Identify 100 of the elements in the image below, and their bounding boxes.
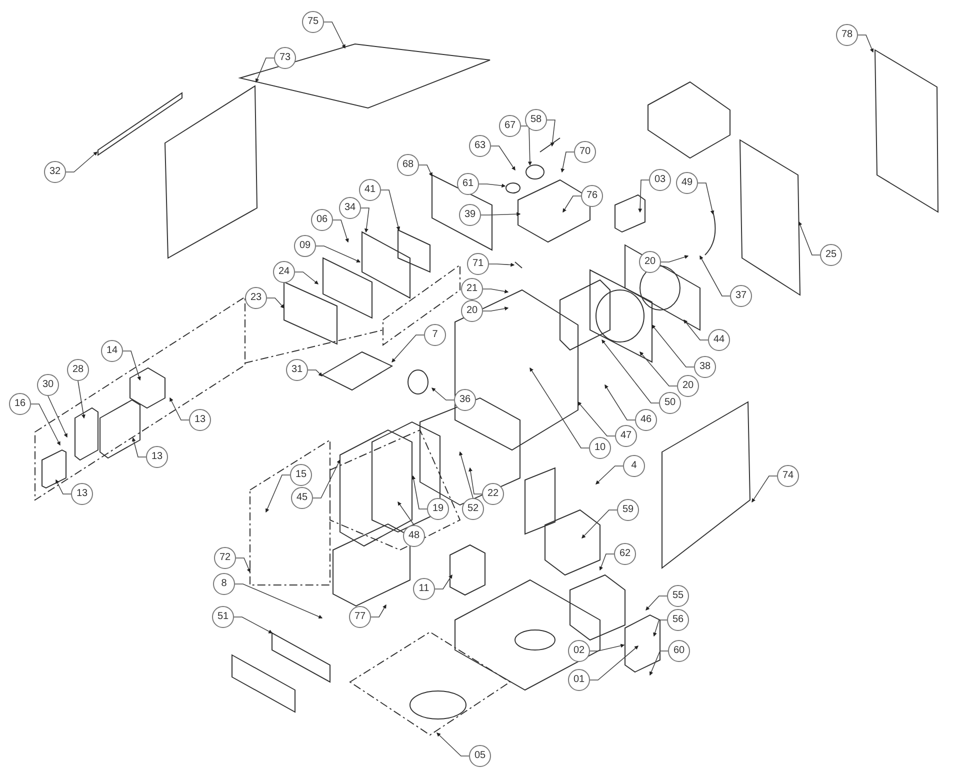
callout-number: 70: [574, 141, 596, 163]
leader-line: [653, 620, 668, 637]
leader-line: [546, 120, 556, 147]
leader-line: [418, 164, 432, 177]
callout-number: 50: [659, 392, 681, 414]
leader-line: [590, 644, 625, 652]
callout-number: 47: [615, 425, 637, 447]
leader-line: [480, 212, 521, 216]
leader-line: [700, 255, 730, 296]
leader-line: [236, 558, 251, 573]
leader-line: [360, 208, 370, 233]
callout-number: 14: [101, 340, 123, 362]
callout-number: 72: [214, 547, 236, 569]
callout-number: 05: [469, 745, 491, 767]
callout-number: 67: [499, 115, 521, 137]
callout-number: 59: [617, 499, 639, 521]
leader-line: [255, 58, 274, 83]
callout-number: 32: [44, 161, 66, 183]
callout-number: 8: [213, 573, 235, 595]
leader-line: [478, 184, 506, 188]
callout-number: 45: [291, 487, 313, 509]
leader-line: [266, 298, 284, 308]
leader-line: [132, 437, 146, 458]
leader-line: [30, 404, 60, 446]
leader-line: [234, 584, 323, 619]
callout-number: 22: [482, 483, 504, 505]
callout-number: 58: [525, 109, 547, 131]
leader-line: [752, 476, 778, 503]
leader-line: [412, 475, 428, 510]
leader-line: [530, 367, 590, 448]
callout-number: 48: [403, 525, 425, 547]
callout-number: 4: [623, 455, 645, 477]
callout-number: 19: [427, 498, 449, 520]
leader-line: [596, 466, 624, 484]
leader-line: [48, 396, 68, 438]
callout-number: 28: [67, 359, 89, 381]
leader-line: [458, 451, 474, 498]
leader-line: [590, 646, 638, 680]
leader-line: [602, 339, 660, 404]
callout-number: 01: [568, 669, 590, 691]
leader-line: [488, 262, 515, 267]
callout-number: 20: [677, 375, 699, 397]
leader-line: [798, 221, 820, 256]
leader-line: [392, 334, 424, 362]
leader-line: [482, 306, 509, 312]
leader-line: [562, 196, 582, 213]
leader-line: [398, 501, 414, 526]
callout-number: 24: [273, 261, 295, 283]
callout-number: 06: [311, 209, 333, 231]
callout-number: 74: [777, 465, 799, 487]
leader-line: [482, 288, 509, 294]
callout-number: 77: [349, 606, 371, 628]
callout-number: 03: [649, 169, 671, 191]
callout-number: 25: [820, 244, 842, 266]
callout-number: 75: [302, 11, 324, 33]
leader-line: [66, 152, 98, 172]
callout-number: 37: [730, 285, 752, 307]
leader-line: [434, 574, 452, 590]
callout-number: 61: [457, 173, 479, 195]
leader-line: [436, 732, 470, 756]
leader-line: [652, 324, 694, 368]
callout-number: 36: [454, 389, 476, 411]
callout-number: 11: [413, 578, 435, 600]
leader-line: [316, 246, 361, 262]
callout-number: 63: [469, 135, 491, 157]
leader-line: [432, 388, 454, 400]
leader-line: [294, 272, 319, 284]
callout-number: 13: [71, 483, 93, 505]
leader-line: [684, 319, 708, 340]
callout-number: 10: [589, 437, 611, 459]
callout-number: 46: [635, 409, 657, 431]
leader-line: [490, 146, 516, 171]
callout-number: 52: [462, 498, 484, 520]
callout-number: 7: [424, 324, 446, 346]
leader-line: [578, 402, 616, 436]
callout-number: 39: [459, 204, 481, 226]
callout-number: 16: [9, 393, 31, 415]
leader-line: [582, 510, 618, 538]
leader-line: [78, 380, 86, 419]
callout-number: 71: [467, 253, 489, 275]
callout-number: 49: [676, 172, 698, 194]
callout-number: 15: [290, 464, 312, 486]
callout-number: 30: [37, 374, 59, 396]
leader-line: [332, 220, 349, 243]
leader-line: [312, 459, 340, 498]
leader-line: [560, 152, 574, 173]
callout-number: 78: [836, 24, 858, 46]
callout-number: 20: [639, 251, 661, 273]
leader-line: [56, 479, 72, 494]
callout-number: 73: [274, 47, 296, 69]
leader-line: [380, 190, 400, 231]
leader-line: [324, 22, 346, 49]
leader-line: [308, 370, 322, 376]
callout-number: 13: [146, 446, 168, 468]
leader-line: [660, 255, 689, 262]
callout-number: 60: [668, 640, 690, 662]
callout-number: 02: [568, 640, 590, 662]
callout-number: 55: [667, 585, 689, 607]
leader-line: [520, 126, 532, 166]
leader-line: [599, 554, 614, 571]
